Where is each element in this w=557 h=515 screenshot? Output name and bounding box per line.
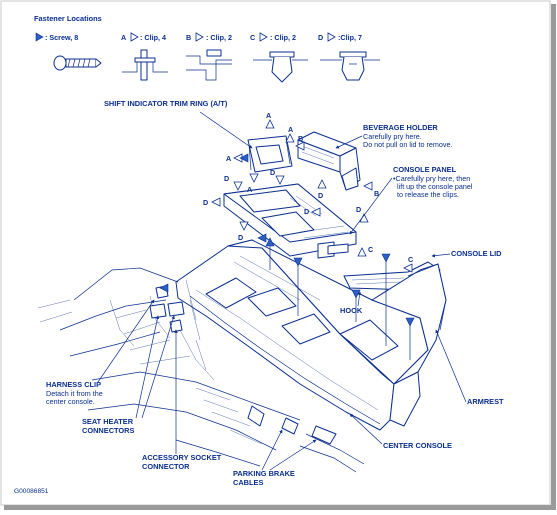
accessory-socket-label-1: ACCESSORY SOCKET (142, 453, 222, 462)
clip-d-marker-icon (327, 32, 336, 42)
clip-b-marker (363, 181, 373, 191)
clip-a-marker (285, 133, 295, 143)
screw-marker (159, 283, 169, 293)
clip-d-marker (317, 179, 327, 189)
fastener-markers: A A A A B B D D D D D D D C C (159, 111, 415, 360)
beverage-holder-label: BEVERAGE HOLDER (363, 123, 438, 132)
console-panel-note-2: lift up the console panel (397, 182, 473, 191)
legend-c-label: : Clip, 2 (270, 33, 296, 42)
harness-clip-label: HARNESS CLIP (46, 380, 101, 389)
armrest-label: ARMREST (467, 397, 504, 406)
clip-b-letter: B (298, 134, 303, 143)
screw-marker-icon (35, 32, 44, 42)
figure-code: G00086851 (14, 488, 49, 495)
clip-d-marker (275, 175, 285, 185)
legend-title: Fastener Locations (34, 14, 102, 23)
screw-marker (381, 253, 391, 263)
console-panel-note-1: •Carefully pry here, then (393, 174, 470, 183)
clip-a-marker (249, 173, 259, 183)
clip-d-letter: D (270, 168, 275, 177)
accessory-socket-label-2: CONNECTOR (142, 462, 190, 471)
screw-marker (405, 317, 415, 327)
screw-icon (53, 55, 102, 71)
parking-brake-label-2: CABLES (233, 478, 263, 487)
fastener-legend: Fastener Locations : Screw, 8 A : Clip, … (34, 14, 380, 83)
center-console-label: CENTER CONSOLE (383, 441, 452, 450)
clip-b-letter: B (374, 189, 379, 198)
clip-d-marker (233, 181, 243, 191)
clip-a-letter: A (247, 185, 252, 194)
clip-a-marker (265, 119, 275, 129)
beverage-note-1: Carefully pry here. (363, 132, 422, 141)
clip-d-letter: D (238, 233, 243, 242)
clip-d-marker (311, 207, 321, 217)
hook-label: HOOK (340, 306, 363, 315)
harness-note-2: center console. (46, 397, 95, 406)
screw-marker (257, 233, 267, 243)
clip-d-marker (211, 197, 221, 207)
clip-b-icon (186, 49, 232, 81)
clip-b-marker-icon (195, 32, 204, 42)
screw-marker (239, 153, 249, 163)
parking-brake-label-1: PARKING BRAKE (233, 469, 295, 478)
clip-a-letter: A (226, 154, 231, 163)
console-panel (223, 183, 357, 259)
seat-heater-label-1: SEAT HEATER (82, 417, 134, 426)
clip-c-marker-icon (259, 32, 268, 42)
clip-a-letter: A (288, 125, 293, 134)
seat-heater-label-2: CONNECTORS (82, 426, 134, 435)
legend-screw-label: : Screw, 8 (45, 33, 78, 42)
harness-note-1: Detach it from the (46, 389, 103, 398)
beverage-holder (297, 131, 361, 191)
clip-d-letter: D (304, 207, 309, 216)
clip-a-letter: A (266, 111, 271, 120)
console-panel-label: CONSOLE PANEL (393, 165, 457, 174)
clip-d-letter: D (356, 205, 361, 214)
legend-c-letter: C (250, 33, 255, 42)
legend-a-label: : Clip, 4 (140, 33, 166, 42)
callout-labels: SHIFT INDICATOR TRIM RING (A/T) BEVERAGE… (14, 99, 504, 495)
clip-d-marker (239, 221, 249, 231)
clip-c-marker (357, 247, 367, 257)
legend-a-letter: A (121, 33, 126, 42)
center-console (175, 239, 447, 431)
page-shadow-right (551, 4, 556, 508)
clip-d-letter: D (224, 174, 229, 183)
clip-a-marker-icon (130, 32, 139, 42)
console-panel-note-3: to release the clips. (397, 190, 459, 199)
vehicle-floor (37, 267, 365, 473)
legend-b-letter: B (186, 33, 191, 42)
clip-c-icon (253, 51, 308, 83)
legend-d-letter: D (318, 33, 323, 42)
page-shadow-bottom (4, 505, 556, 510)
clip-c-letter: C (368, 245, 373, 254)
clip-a-icon (122, 49, 168, 81)
beverage-note-2: Do not pull on lid to remove. (363, 140, 453, 149)
clip-d-letter: D (318, 191, 323, 200)
shift-indicator-trim-ring (247, 135, 293, 173)
clip-d-icon (320, 51, 380, 81)
screw-marker (293, 257, 303, 267)
legend-d-label: :Clip, 7 (338, 33, 362, 42)
clip-b-marker (295, 141, 305, 151)
clip-c-marker (403, 263, 413, 273)
clip-d-letter: D (203, 198, 208, 207)
shift-ring-label: SHIFT INDICATOR TRIM RING (A/T) (104, 99, 228, 108)
console-lid-label: CONSOLE LID (451, 249, 502, 258)
legend-b-label: : Clip, 2 (206, 33, 232, 42)
clip-c-letter: C (408, 255, 413, 264)
